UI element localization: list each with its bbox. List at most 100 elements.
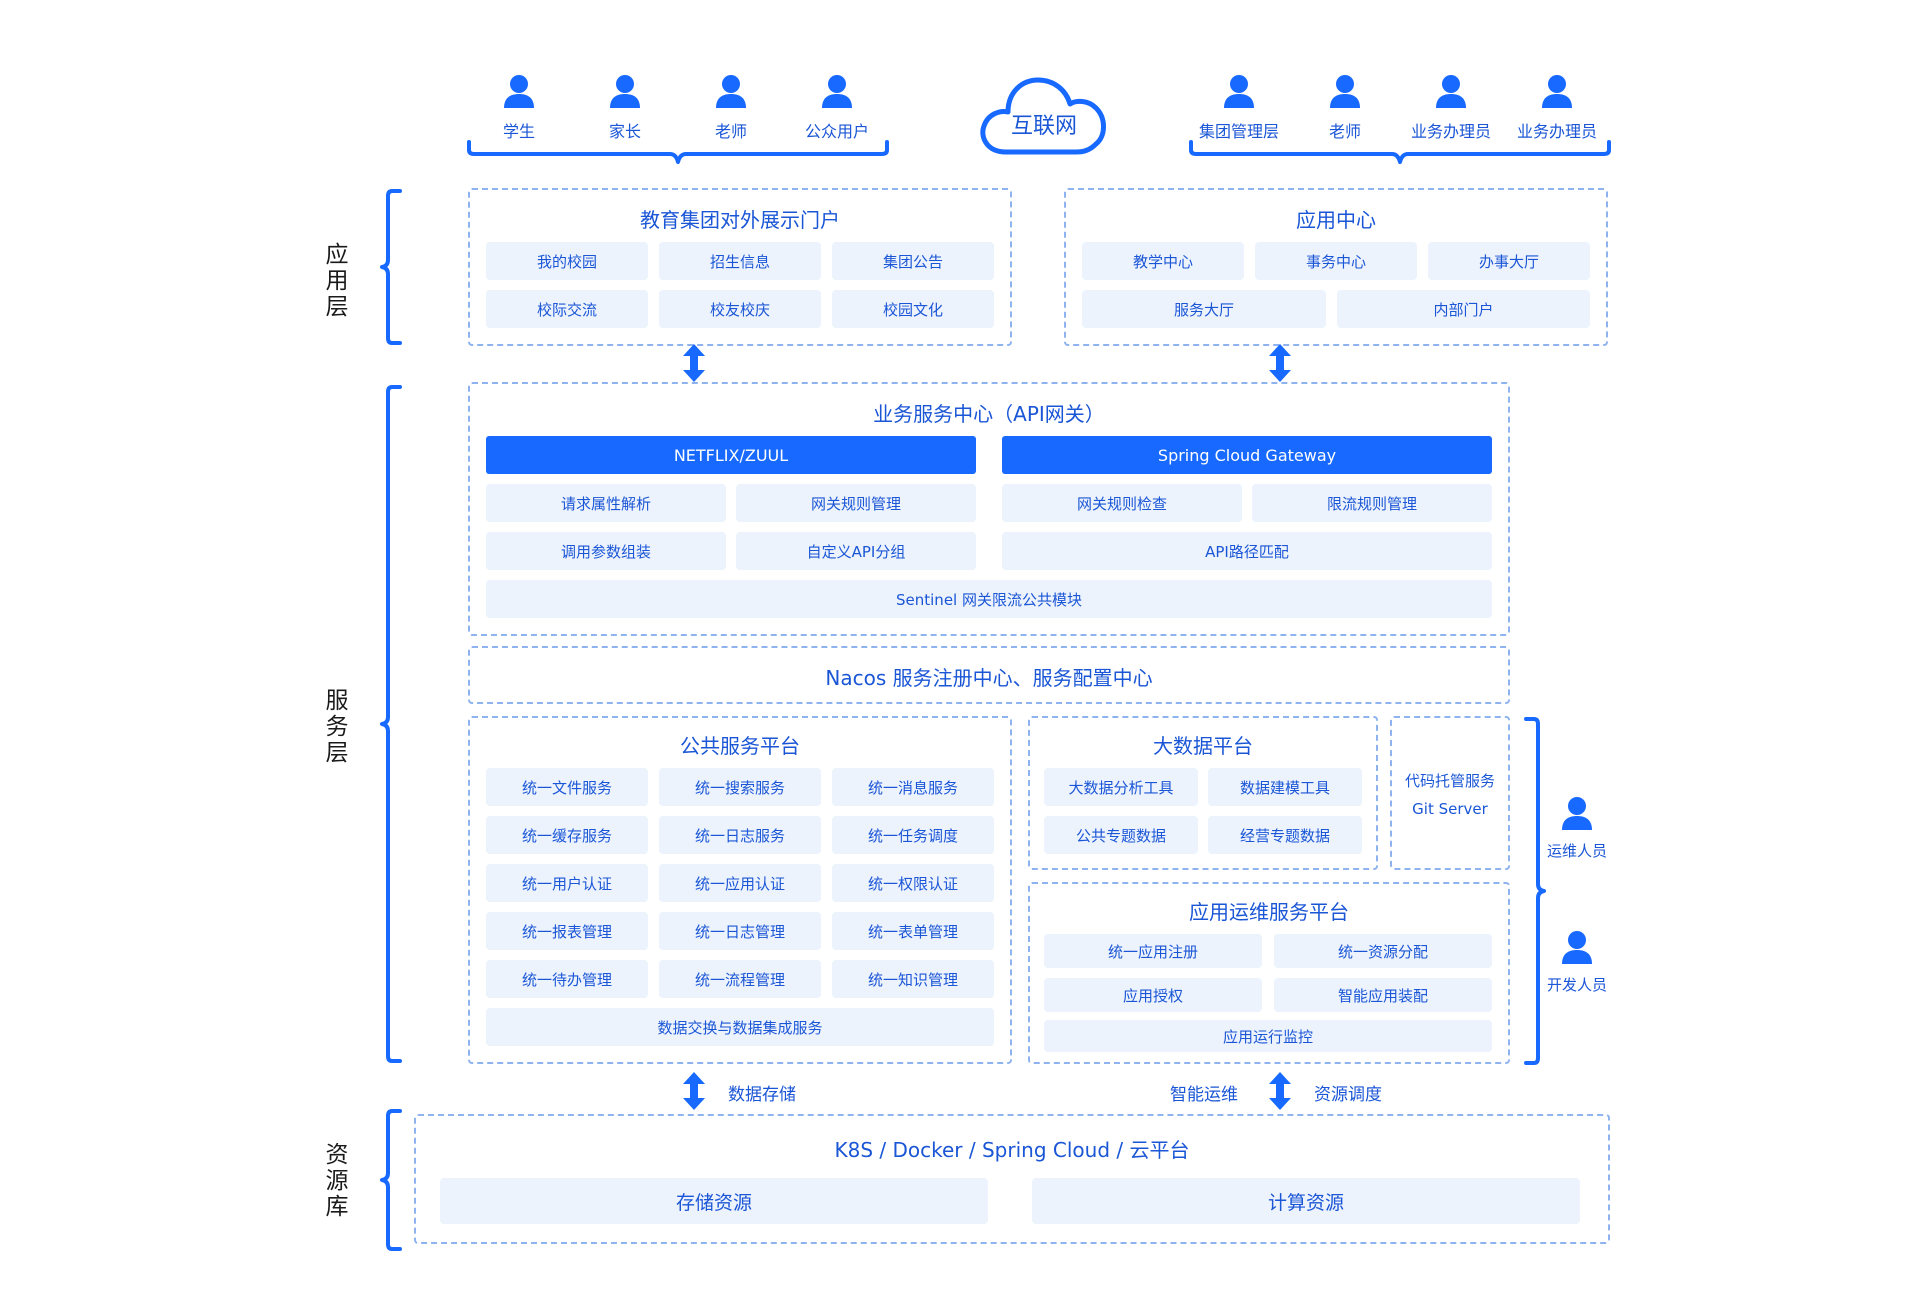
app-center-title: 应用中心	[1296, 208, 1376, 232]
app-center-panel	[1064, 188, 1608, 346]
user-label: 业务办理员	[1410, 122, 1491, 141]
brace-service-layer	[380, 385, 402, 1063]
role-label: 运维人员	[1546, 842, 1607, 860]
connector-data-storage: 数据存储	[728, 1085, 796, 1105]
double-arrow-icon	[683, 1072, 705, 1110]
brace-right-users	[1189, 140, 1611, 164]
user-icon	[1224, 75, 1254, 108]
user-icon	[1542, 75, 1572, 108]
ops-item: 统一应用注册	[1044, 934, 1262, 968]
bigdata-item: 公共专题数据	[1044, 816, 1198, 854]
code-hosting-panel	[1390, 716, 1510, 870]
public-platform-title: 公共服务平台	[680, 734, 800, 758]
public-item: 统一消息服务	[832, 768, 994, 806]
app-center-item: 内部门户	[1337, 290, 1590, 328]
resource-title: K8S / Docker / Spring Cloud / 云平台	[834, 1138, 1190, 1162]
portal-panel	[468, 188, 1012, 346]
user-icon	[1562, 931, 1592, 964]
gateway-panel	[468, 382, 1510, 636]
double-arrow-icon	[1269, 1072, 1291, 1110]
public-item: 统一表单管理	[832, 912, 994, 950]
app-center-item: 服务大厅	[1082, 290, 1326, 328]
brace-left-users	[467, 140, 889, 164]
role-ops: 运维人员	[1522, 796, 1632, 872]
bigdata-panel	[1028, 716, 1378, 870]
public-bottom-item: 数据交换与数据集成服务	[486, 1008, 994, 1046]
gateway-api-path: API路径匹配	[1002, 532, 1492, 570]
public-item: 统一权限认证	[832, 864, 994, 902]
public-item: 统一应用认证	[659, 864, 821, 902]
user-label: 老师	[714, 122, 747, 141]
public-item: 统一日志管理	[659, 912, 821, 950]
bigdata-item: 数据建模工具	[1208, 768, 1362, 806]
portal-item: 集团公告	[832, 242, 994, 280]
role-dev: 开发人员	[1522, 930, 1632, 1006]
portal-item: 校际交流	[486, 290, 648, 328]
user-icon	[1436, 75, 1466, 108]
public-platform-panel	[468, 716, 1012, 1064]
user-label: 学生	[502, 122, 535, 141]
user-label: 老师	[1328, 122, 1361, 141]
public-item: 统一待办管理	[486, 960, 648, 998]
public-item: 统一文件服务	[486, 768, 648, 806]
user-label: 家长	[608, 122, 641, 141]
resource-panel	[414, 1114, 1610, 1244]
user-student: 学生	[464, 74, 574, 150]
ops-bottom-item: 应用运行监控	[1044, 1020, 1492, 1052]
public-item: 统一缓存服务	[486, 816, 648, 854]
app-center-item: 办事大厅	[1428, 242, 1590, 280]
ops-platform-title: 应用运维服务平台	[1189, 900, 1349, 924]
double-arrow-icon	[1269, 344, 1291, 382]
gateway-item: 调用参数组装	[486, 532, 726, 570]
portal-item: 招生信息	[659, 242, 821, 280]
user-parent: 家长	[570, 74, 680, 150]
user-icon	[716, 75, 746, 108]
user-public: 公众用户	[782, 74, 892, 150]
spring-cloud-gateway-bar: Spring Cloud Gateway	[1002, 436, 1492, 474]
internet-label: 互联网	[1010, 114, 1077, 139]
gateway-title: 业务服务中心（API网关）	[873, 402, 1105, 426]
portal-title: 教育集团对外展示门户	[640, 208, 840, 232]
connector-smart-ops: 智能运维	[1170, 1085, 1238, 1105]
user-teacher: 老师	[676, 74, 786, 150]
ops-platform-panel	[1028, 882, 1510, 1064]
double-arrow-icon	[683, 344, 705, 382]
code-hosting-line1: 代码托管服务	[1404, 772, 1495, 790]
user-business-clerk-1: 业务办理员	[1396, 74, 1506, 150]
user-icon	[822, 75, 852, 108]
portal-item: 校园文化	[832, 290, 994, 328]
layer-label-resource: 资源库	[325, 1142, 349, 1220]
internet-cloud: 互联网	[976, 64, 1112, 160]
cloud-icon	[980, 77, 1106, 155]
resource-storage: 存储资源	[440, 1178, 988, 1224]
user-business-clerk-2: 业务办理员	[1502, 74, 1612, 150]
gateway-sentinel: Sentinel 网关限流公共模块	[486, 580, 1492, 618]
user-icon	[1562, 797, 1592, 830]
nacos-title: Nacos 服务注册中心、服务配置中心	[825, 666, 1153, 690]
gateway-item: 限流规则管理	[1252, 484, 1492, 522]
public-item: 统一流程管理	[659, 960, 821, 998]
bigdata-item: 大数据分析工具	[1044, 768, 1198, 806]
code-hosting-line2: Git Server	[1412, 800, 1488, 818]
ops-item: 智能应用装配	[1274, 978, 1492, 1012]
layer-label-service: 服务层	[325, 688, 349, 766]
public-item: 统一知识管理	[832, 960, 994, 998]
resource-compute: 计算资源	[1032, 1178, 1580, 1224]
user-label: 业务办理员	[1516, 122, 1597, 141]
gateway-item: 请求属性解析	[486, 484, 726, 522]
brace-resource-layer	[380, 1109, 402, 1251]
user-group-management: 集团管理层	[1184, 74, 1294, 150]
gateway-item: 自定义API分组	[736, 532, 976, 570]
user-label: 公众用户	[804, 122, 869, 141]
app-center-item: 事务中心	[1255, 242, 1417, 280]
user-icon	[504, 75, 534, 108]
public-item: 统一报表管理	[486, 912, 648, 950]
user-label: 集团管理层	[1198, 122, 1279, 141]
bigdata-title: 大数据平台	[1153, 734, 1253, 758]
public-item: 统一日志服务	[659, 816, 821, 854]
brace-roles	[1524, 717, 1546, 1065]
portal-item: 校友校庆	[659, 290, 821, 328]
gateway-item: 网关规则检查	[1002, 484, 1242, 522]
public-item: 统一搜索服务	[659, 768, 821, 806]
portal-item: 我的校园	[486, 242, 648, 280]
